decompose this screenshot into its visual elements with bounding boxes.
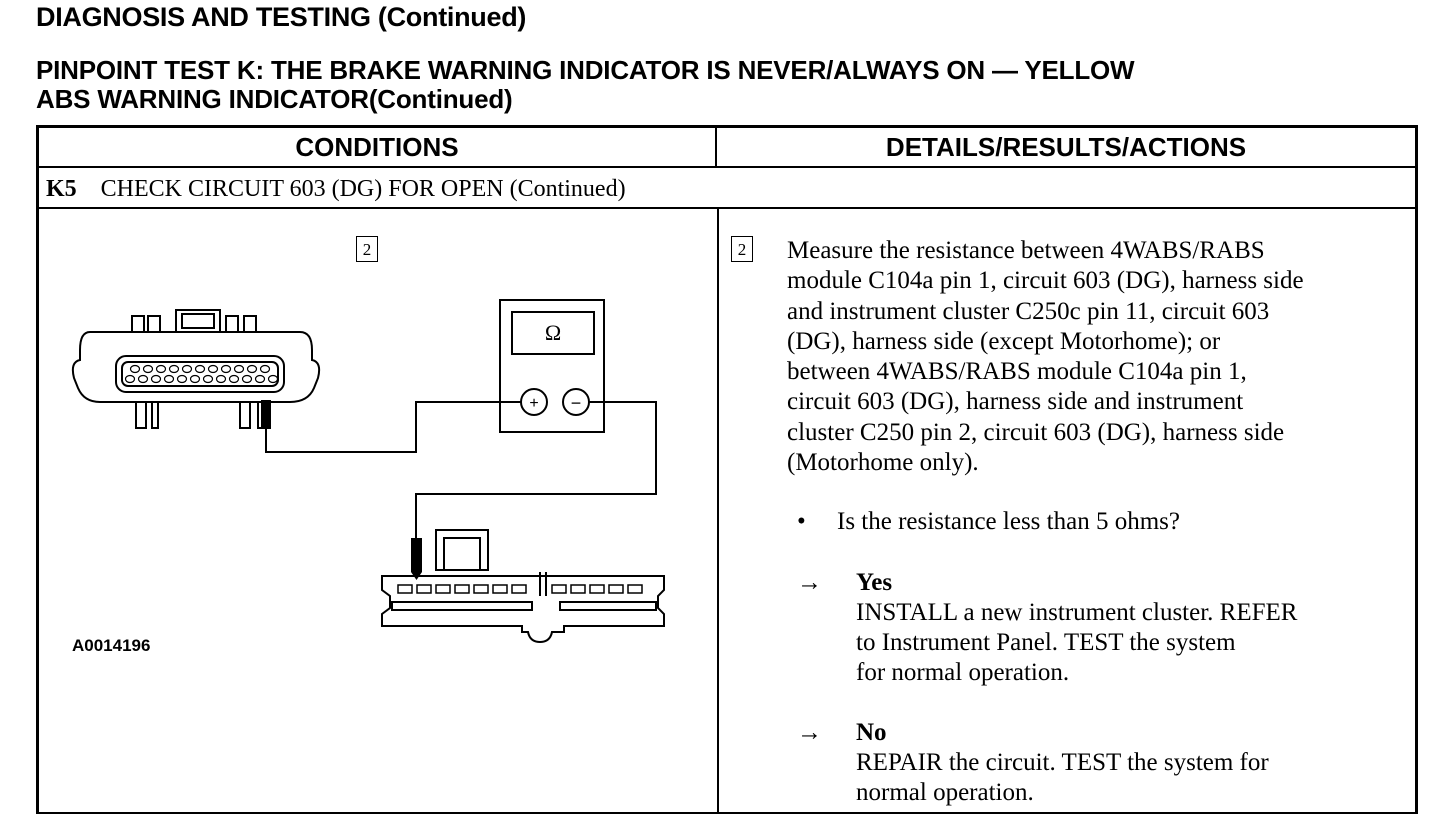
result-line: for normal operation. bbox=[856, 659, 1070, 686]
connector-cavity bbox=[551, 584, 567, 594]
instruction-line: circuit 603 (DG), harness side and instr… bbox=[787, 388, 1244, 416]
test-title-line-2-suffix: (Continued) bbox=[368, 84, 513, 114]
connector-pin bbox=[254, 374, 266, 384]
table-column-divider-header bbox=[715, 125, 717, 168]
step-title: CHECK CIRCUIT 603 (DG) FOR OPEN (Continu… bbox=[100, 176, 626, 202]
connector-pin bbox=[129, 364, 141, 374]
connector-pin bbox=[220, 364, 232, 374]
bullet-icon: • bbox=[797, 508, 806, 535]
result-no-body: No REPAIR the circuit. TEST the system f… bbox=[856, 718, 1416, 808]
instruction-line: (DG), harness side (except Motorhome); o… bbox=[787, 327, 1221, 355]
connector-pin bbox=[267, 374, 279, 384]
connector-pin bbox=[150, 374, 162, 384]
connector-pin bbox=[207, 364, 219, 374]
connector-pin bbox=[176, 374, 188, 384]
connector-cavity bbox=[511, 584, 527, 594]
connector-pin bbox=[168, 364, 180, 374]
connector-pin bbox=[194, 364, 206, 374]
connector-cavity bbox=[454, 584, 470, 594]
step-id: K5 bbox=[46, 176, 77, 202]
figure-step-number: 2 bbox=[356, 236, 378, 262]
arrow-right-icon: → bbox=[797, 569, 822, 596]
connector-pin bbox=[241, 374, 253, 384]
test-title-line-1: PINPOINT TEST K: THE BRAKE WARNING INDIC… bbox=[36, 55, 1135, 85]
negative-test-lead bbox=[415, 401, 657, 540]
result-no-label: No bbox=[856, 719, 887, 746]
table-left-border bbox=[36, 125, 39, 814]
section-title: DIAGNOSIS AND TESTING (Continued) bbox=[36, 2, 527, 32]
connector-pin bbox=[233, 364, 245, 374]
instruction-line: cluster C250 pin 2, circuit 603 (DG), ha… bbox=[787, 418, 1285, 446]
connector-cavity bbox=[397, 584, 413, 594]
test-title-line-2-main: ABS WARNING INDICATOR bbox=[36, 84, 369, 114]
instruction-line: and instrument cluster C250c pin 11, cir… bbox=[787, 297, 1270, 325]
result-line: normal operation. bbox=[856, 779, 1034, 806]
positive-test-lead bbox=[265, 401, 521, 453]
connector-pin bbox=[137, 374, 149, 384]
step-row: K5 CHECK CIRCUIT 603 (DG) FOR OPEN (Conti… bbox=[46, 172, 626, 206]
connector-cavity bbox=[627, 584, 643, 594]
table-header-divider bbox=[36, 166, 1417, 168]
connector-cavity bbox=[435, 584, 451, 594]
ohm-symbol: Ω bbox=[545, 320, 561, 345]
table-top-border bbox=[36, 125, 1417, 128]
result-yes-label: Yes bbox=[856, 569, 893, 596]
cluster-connector bbox=[381, 529, 665, 644]
test-title-line-2: ABS WARNING INDICATOR(Continued) bbox=[36, 85, 1436, 114]
result-yes-body: Yes INSTALL a new instrument cluster. RE… bbox=[856, 568, 1416, 688]
plus-symbol: + bbox=[529, 395, 538, 412]
connector-pin bbox=[259, 364, 271, 374]
details-step-number: 2 bbox=[731, 236, 753, 262]
connector-pin bbox=[142, 364, 154, 374]
cluster-connector-cavities bbox=[397, 584, 643, 594]
column-heading-conditions: CONDITIONS bbox=[295, 132, 459, 162]
connector-pin bbox=[228, 374, 240, 384]
negative-probe-tip bbox=[411, 538, 422, 572]
connector-ohmmeter-diagram: Ω + − bbox=[71, 299, 665, 644]
column-heading-details: DETAILS/RESULTS/ACTIONS bbox=[885, 132, 1247, 162]
table-step-divider bbox=[36, 207, 1417, 209]
pinpoint-test-title: PINPOINT TEST K: THE BRAKE WARNING INDIC… bbox=[36, 56, 1436, 114]
connector-cavity bbox=[473, 584, 489, 594]
result-line: to Instrument Panel. TEST the system bbox=[856, 629, 1236, 656]
question-text: Is the resistance less than 5 ohms? bbox=[837, 508, 1180, 535]
connector-pin bbox=[189, 374, 201, 384]
instruction-line: Measure the resistance between 4WABS/RAB… bbox=[787, 237, 1265, 264]
connector-pin bbox=[215, 374, 227, 384]
connector-pin bbox=[202, 374, 214, 384]
connector-cavity bbox=[589, 584, 605, 594]
connector-cavity bbox=[416, 584, 432, 594]
instruction-line: (Motorhome only). bbox=[787, 449, 979, 477]
connector-cavity bbox=[570, 584, 586, 594]
table-right-border bbox=[1415, 125, 1418, 814]
instruction-line: between 4WABS/RABS module C104a pin 1, bbox=[787, 358, 1247, 386]
minus-symbol: − bbox=[571, 393, 582, 413]
connector-pin bbox=[181, 364, 193, 374]
connector-cavity bbox=[608, 584, 624, 594]
figure-id: A0014196 bbox=[72, 636, 151, 655]
module-connector-pins bbox=[124, 364, 279, 384]
connector-cavity bbox=[492, 584, 508, 594]
table-bottom-border bbox=[36, 812, 1417, 814]
connector-pin bbox=[246, 364, 258, 374]
positive-probe-tip bbox=[261, 400, 271, 428]
result-line: REPAIR the circuit. TEST the system for bbox=[856, 749, 1269, 776]
arrow-right-icon: → bbox=[797, 719, 822, 746]
result-line: INSTALL a new instrument cluster. REFER bbox=[856, 599, 1298, 626]
connector-pin bbox=[124, 374, 136, 384]
ohmmeter bbox=[499, 299, 605, 433]
connector-pin bbox=[155, 364, 167, 374]
instruction-line: module C104a pin 1, circuit 603 (DG), ha… bbox=[787, 267, 1304, 295]
measurement-instructions: Measure the resistance between 4WABS/RAB… bbox=[787, 236, 1412, 478]
connector-pin bbox=[163, 374, 175, 384]
table-column-divider-body bbox=[717, 207, 719, 814]
